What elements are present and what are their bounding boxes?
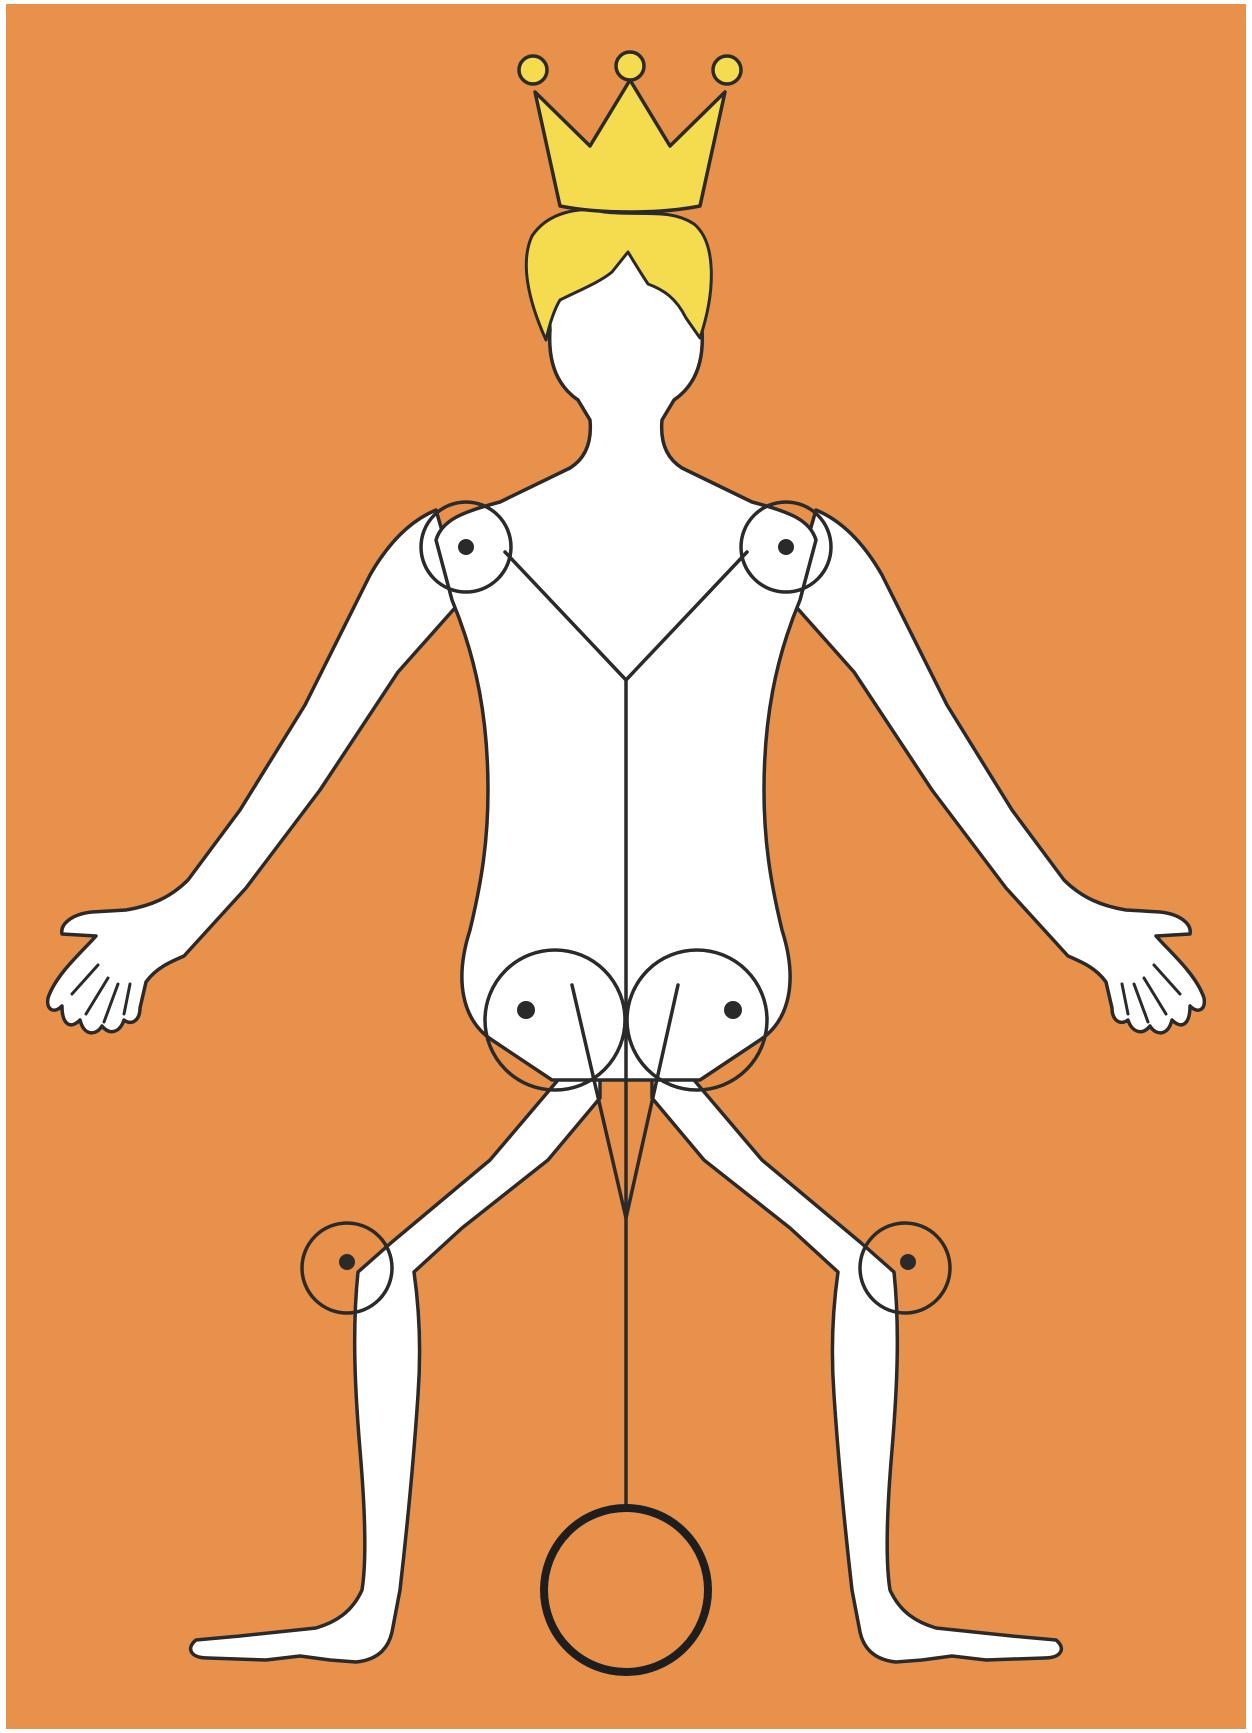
- figure-card: [0, 0, 1252, 1733]
- crowned-figure-diagram: [0, 0, 1252, 1733]
